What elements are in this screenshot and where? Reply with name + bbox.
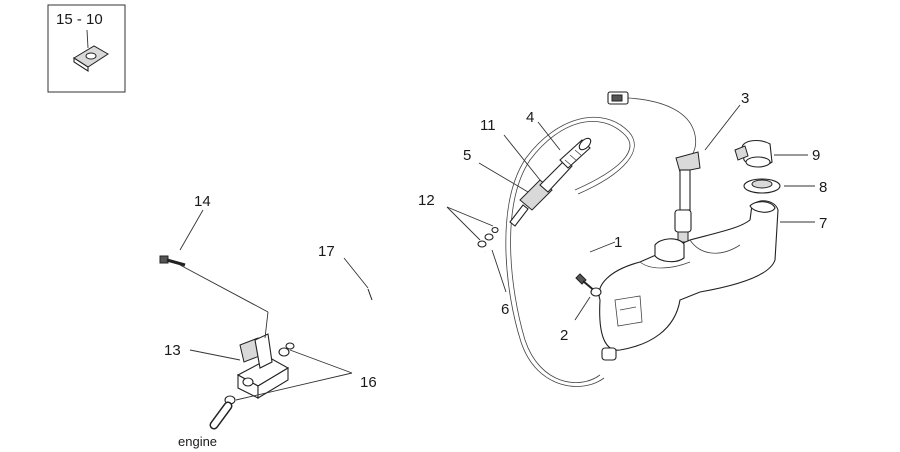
callout-11: 11 <box>480 117 496 134</box>
callout-2: 2 <box>560 327 568 344</box>
pump-assembly <box>509 137 592 227</box>
washer-2 <box>590 287 602 297</box>
engine-label: engine <box>178 434 217 449</box>
reservoir-tank <box>598 200 779 361</box>
callout-8: 8 <box>819 179 827 196</box>
callout-1: 1 <box>614 234 622 251</box>
inset-label: 15 - 10 <box>56 11 103 28</box>
gasket-8 <box>743 178 781 194</box>
leader-lines <box>179 104 815 401</box>
callout-12: 12 <box>418 192 435 209</box>
callout-3: 3 <box>741 90 749 107</box>
clip-nut-part <box>73 45 109 73</box>
hose-17 <box>290 250 487 342</box>
bolt-14 <box>159 255 186 267</box>
callout-13: 13 <box>164 342 181 359</box>
bracket-13 <box>236 333 290 399</box>
callout-17: 17 <box>318 243 335 260</box>
callout-14: 14 <box>194 193 211 210</box>
callout-4: 4 <box>526 109 534 126</box>
callout-9: 9 <box>812 147 820 164</box>
callout-7: 7 <box>819 215 827 232</box>
callout-5: 5 <box>463 147 471 164</box>
inset-box: 15 - 10 <box>47 4 126 93</box>
filler-cap-9 <box>734 139 773 168</box>
callout-6: 6 <box>501 301 509 318</box>
level-sensor-3 <box>607 91 701 243</box>
vent-hose-loop <box>510 121 631 383</box>
clamp-12 <box>477 226 499 248</box>
callout-labels: 1 2 3 4 5 6 7 8 9 11 12 13 14 16 17 engi… <box>164 90 827 449</box>
callout-16: 16 <box>360 374 377 391</box>
engine-hose-stub <box>209 401 233 430</box>
